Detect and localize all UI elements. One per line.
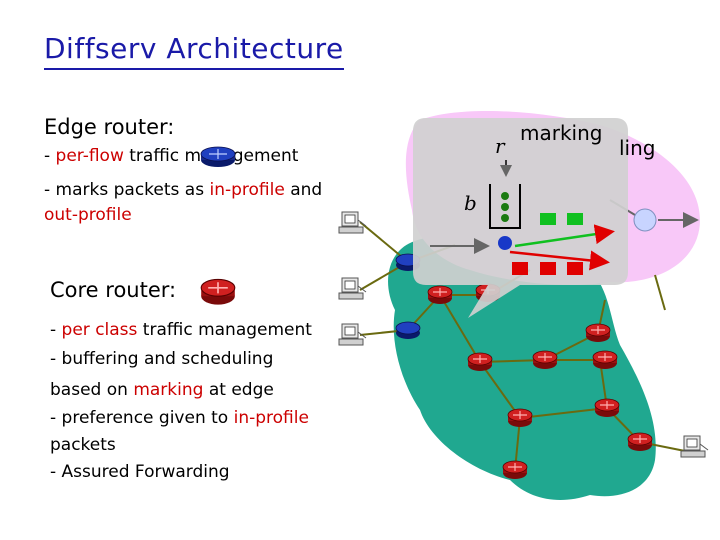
host-icon bbox=[338, 211, 367, 234]
slide-title: Diffserv Architecture bbox=[44, 30, 344, 70]
network-cloud bbox=[388, 236, 656, 500]
edge-router-icon bbox=[395, 321, 421, 339]
core-line-2: - buffering and scheduling bbox=[50, 349, 274, 369]
in-profile-arrow bbox=[514, 224, 615, 248]
scheduling-label-fragment: ling bbox=[619, 136, 655, 160]
router-icon bbox=[467, 352, 493, 372]
marking-label: marking bbox=[520, 121, 602, 145]
router-icon bbox=[532, 350, 558, 370]
packet-icon bbox=[540, 262, 556, 275]
core-line-4-highlight: in-profile bbox=[233, 408, 309, 428]
core-line-3: based on marking at edge bbox=[50, 380, 274, 400]
core-line-1-rest: traffic management bbox=[137, 320, 312, 340]
core-line-1-prefix: - bbox=[50, 320, 62, 340]
edge-router-heading: Edge router: bbox=[44, 115, 175, 139]
edge-line-1-highlight: per-flow bbox=[55, 146, 124, 166]
router-icon bbox=[200, 278, 236, 306]
packet-icon bbox=[567, 213, 583, 225]
router-icon bbox=[427, 285, 453, 305]
edge-line-1-prefix: - bbox=[44, 146, 56, 166]
packet-icon bbox=[512, 262, 528, 275]
core-line-6: - Assured Forwarding bbox=[50, 462, 230, 482]
core-line-5: packets bbox=[50, 435, 116, 455]
core-line-4-prefix: - preference given to bbox=[50, 408, 234, 428]
edge-line-2-rest: and bbox=[284, 180, 323, 200]
packet-icon bbox=[540, 213, 556, 225]
core-router-heading: Core router: bbox=[50, 278, 177, 302]
core-line-3-prefix: based on bbox=[50, 380, 134, 400]
host-icon bbox=[338, 277, 367, 300]
router-icon bbox=[594, 398, 620, 418]
edge-line-2: - marks packets as in-profile and bbox=[44, 180, 322, 200]
bucket-label: b bbox=[464, 191, 477, 215]
core-line-4: - preference given to in-profile bbox=[50, 408, 309, 428]
router-icon bbox=[585, 323, 611, 343]
edge-line-3: out-profile bbox=[44, 205, 132, 225]
host-icon bbox=[680, 435, 709, 458]
router-icon bbox=[592, 350, 618, 370]
core-line-3-rest: at edge bbox=[203, 380, 274, 400]
router-icon bbox=[507, 408, 533, 428]
host-icon bbox=[338, 323, 367, 346]
edge-line-2-highlight: in-profile bbox=[209, 180, 285, 200]
router-icon bbox=[627, 432, 653, 452]
router-icon bbox=[200, 146, 236, 167]
core-line-1-highlight: per class bbox=[61, 320, 138, 340]
core-line-3-highlight: marking bbox=[133, 380, 204, 400]
router-icon bbox=[502, 460, 528, 480]
core-line-1: - per class traffic management bbox=[50, 320, 312, 340]
out-profile-arrow bbox=[509, 250, 610, 271]
edge-line-2-prefix: - marks packets as bbox=[44, 180, 210, 200]
token-bucket-icon bbox=[489, 160, 521, 250]
edge-router-node bbox=[633, 208, 657, 232]
rate-label: r bbox=[495, 134, 506, 158]
packet-icon bbox=[567, 262, 583, 275]
